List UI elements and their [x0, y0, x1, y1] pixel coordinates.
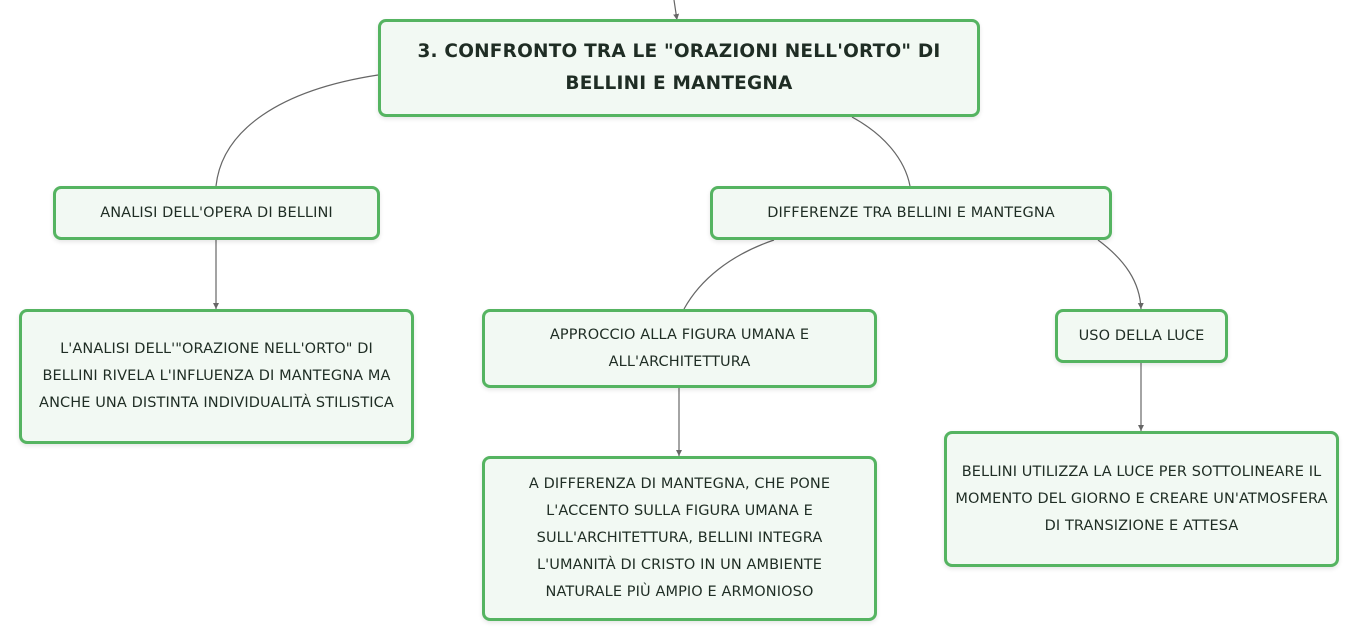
connector-root-to-differenze — [851, 116, 911, 187]
approccio-detail-node[interactable]: A DIFFERENZA DI MANTEGNA, CHE PONE L'ACC… — [482, 456, 877, 621]
root-topic-node[interactable]: 3. CONFRONTO TRA LE "ORAZIONI NELL'ORTO"… — [378, 19, 980, 117]
uso-luce-node[interactable]: USO DELLA LUCE — [1055, 309, 1228, 363]
approccio-detail-text: A DIFFERENZA DI MANTEGNA, CHE PONE L'ACC… — [528, 476, 831, 600]
differenze-node[interactable]: DIFFERENZE TRA BELLINI E MANTEGNA — [710, 186, 1112, 240]
connector-root-to-analisi — [215, 74, 379, 187]
analisi-detail-text: L'ANALISI DELL'"ORAZIONE NELL'ORTO" DI B… — [39, 341, 394, 411]
connector-differenze-to-luce — [1097, 239, 1144, 310]
approccio-node[interactable]: APPROCCIO ALLA FIGURA UMANA E ALL'ARCHIT… — [482, 309, 877, 388]
root-topic-label: 3. CONFRONTO TRA LE "ORAZIONI NELL'ORTO"… — [417, 41, 941, 94]
analisi-detail-node[interactable]: L'ANALISI DELL'"ORAZIONE NELL'ORTO" DI B… — [19, 309, 414, 444]
connector-differenze-to-approccio — [683, 239, 775, 310]
uso-luce-label: USO DELLA LUCE — [1078, 327, 1205, 344]
analisi-opera-node[interactable]: ANALISI DELL'OPERA DI BELLINI — [53, 186, 380, 240]
differenze-label: DIFFERENZE TRA BELLINI E MANTEGNA — [767, 204, 1055, 221]
luce-detail-text: BELLINI UTILIZZA LA LUCE PER SOTTOLINEAR… — [955, 463, 1328, 534]
connector-top-to-root — [673, 0, 680, 21]
approccio-label: APPROCCIO ALLA FIGURA UMANA E ALL'ARCHIT… — [549, 326, 810, 370]
luce-detail-node[interactable]: BELLINI UTILIZZA LA LUCE PER SOTTOLINEAR… — [944, 431, 1339, 567]
analisi-opera-label: ANALISI DELL'OPERA DI BELLINI — [100, 204, 333, 221]
